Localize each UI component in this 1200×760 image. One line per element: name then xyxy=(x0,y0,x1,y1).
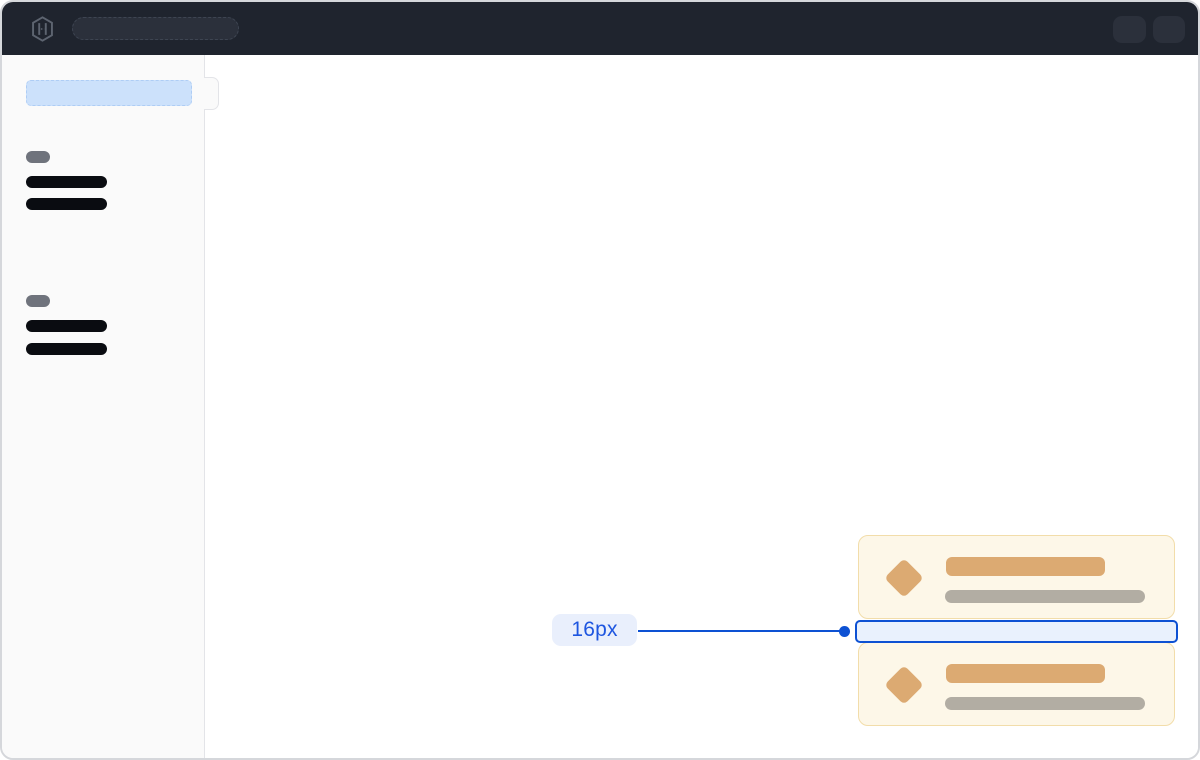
sidebar xyxy=(2,55,205,758)
header-action-skeleton-1[interactable] xyxy=(1113,16,1146,43)
hashicorp-logo-icon[interactable] xyxy=(30,16,55,42)
sidebar-nav-item-skeleton[interactable] xyxy=(26,320,107,332)
sidebar-nav-item-skeleton[interactable] xyxy=(26,198,107,210)
sidebar-section-label-skeleton-2 xyxy=(26,295,50,307)
sidebar-section-label-skeleton-1 xyxy=(26,151,50,163)
global-search-skeleton[interactable] xyxy=(72,17,239,40)
toast-title-skeleton xyxy=(946,557,1105,576)
sidebar-toggle[interactable] xyxy=(204,77,219,110)
toast-text-skeleton xyxy=(945,590,1145,603)
diamond-icon xyxy=(884,665,924,705)
toast-card[interactable] xyxy=(858,535,1175,619)
measurement-label: 16px xyxy=(552,614,637,646)
toast-text-skeleton xyxy=(945,697,1145,710)
sidebar-nav-item-skeleton[interactable] xyxy=(26,176,107,188)
measurement-leader-dot xyxy=(839,626,850,637)
measurement-leader-line xyxy=(638,630,841,632)
app-header xyxy=(2,2,1198,55)
sidebar-active-item-skeleton[interactable] xyxy=(26,80,192,106)
diamond-icon xyxy=(884,558,924,598)
toast-title-skeleton xyxy=(946,664,1105,683)
header-action-skeleton-2[interactable] xyxy=(1153,16,1185,43)
sidebar-nav-item-skeleton[interactable] xyxy=(26,343,107,355)
gap-highlight-rect xyxy=(855,620,1178,643)
toast-card[interactable] xyxy=(858,642,1175,726)
